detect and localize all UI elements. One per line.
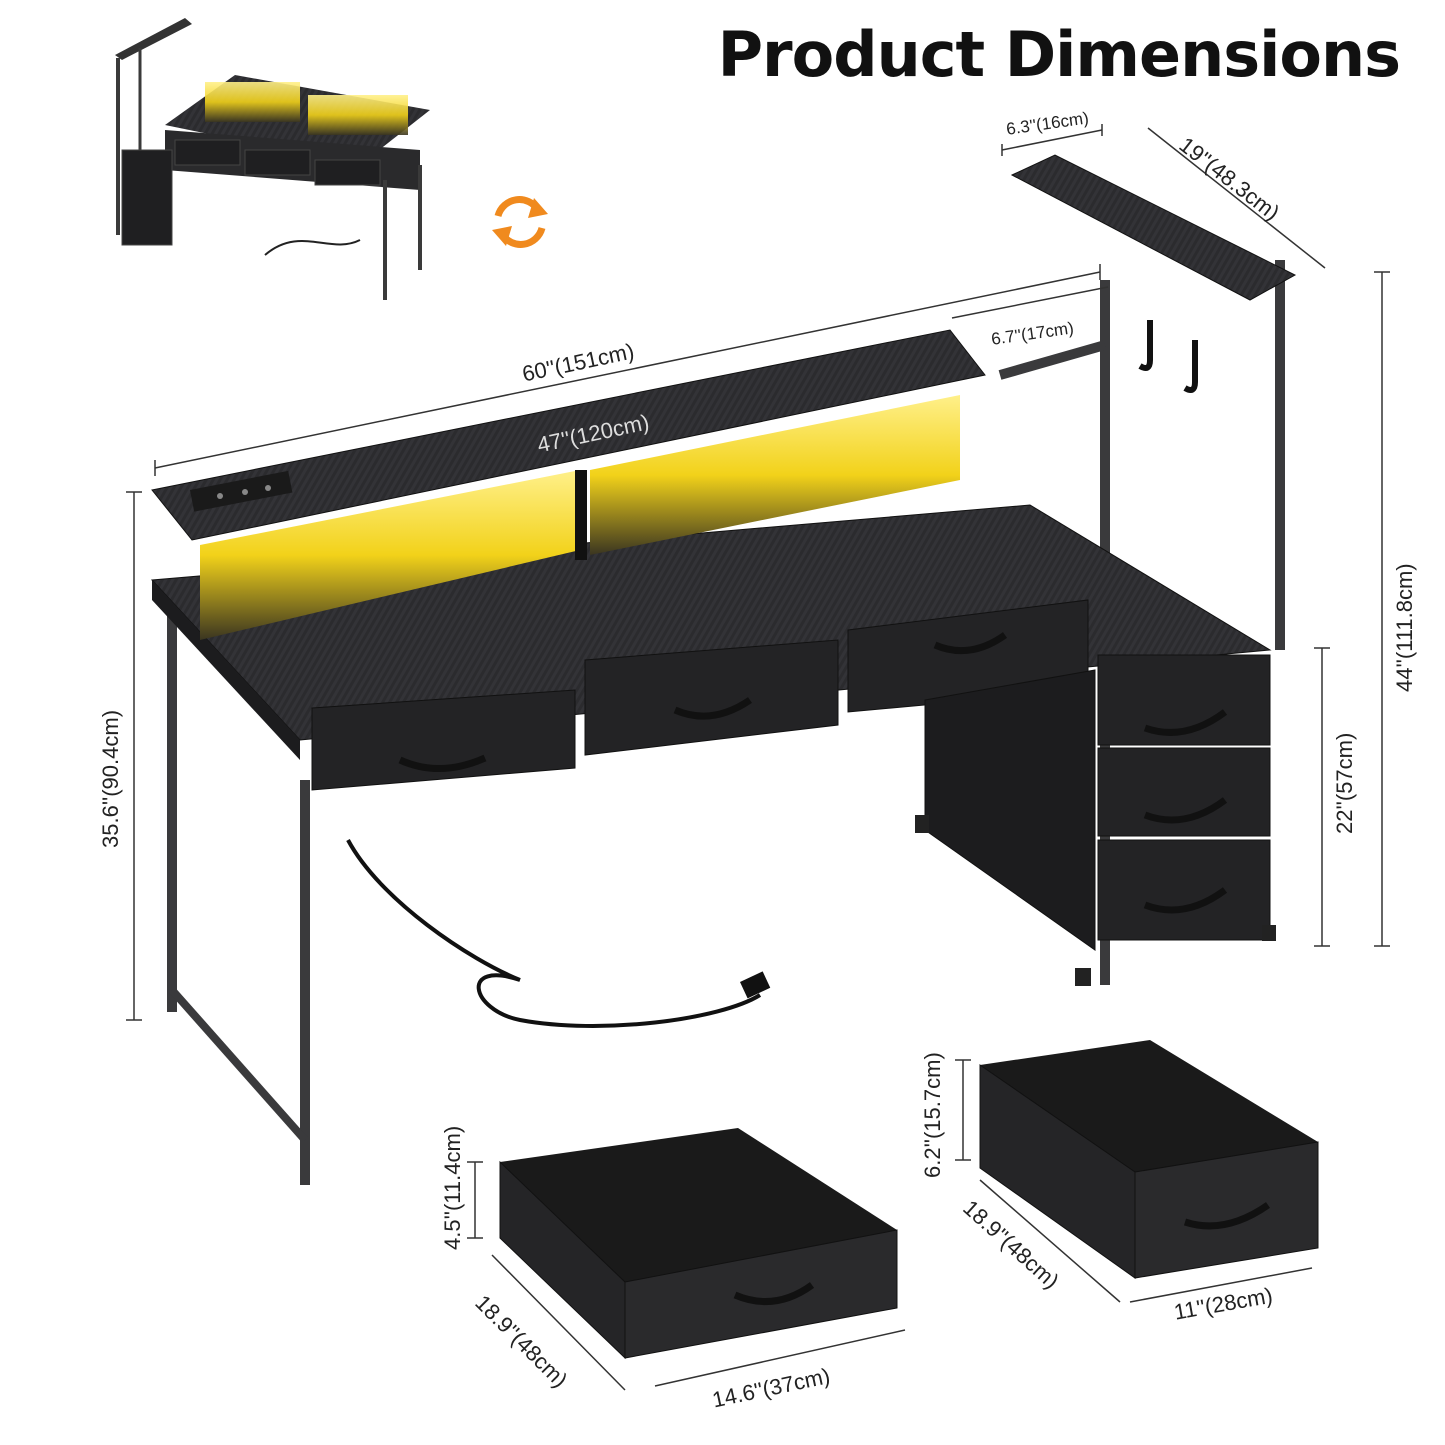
desk-drawers [311,599,1089,791]
small-drawer-open [499,1128,898,1360]
page-title: Product Dimensions [717,18,1401,91]
power-cord [346,839,762,1028]
dim-small-drawer-height: 4.5''(11.4cm) [440,1125,465,1250]
dim-total-height: 44''(111.8cm) [1392,563,1417,692]
monitor-stand-top [151,329,986,541]
dimension-lines [126,124,1390,1391]
side-drawer-unit [915,654,1276,986]
dim-large-drawer-height: 6.2''(15.7cm) [920,1052,945,1178]
large-drawer-open [979,1040,1319,1279]
led-light-panel [200,470,580,640]
power-strip [190,470,293,512]
rotate-arrows-icon [492,196,548,248]
thumbnail-desk [115,18,430,300]
dim-desk-height: 35.6''(90.4cm) [98,709,123,848]
hanging-hooks [1138,320,1198,393]
top-shelf [1010,154,1297,301]
dim-drawer-unit-height: 22''(57cm) [1332,732,1357,834]
